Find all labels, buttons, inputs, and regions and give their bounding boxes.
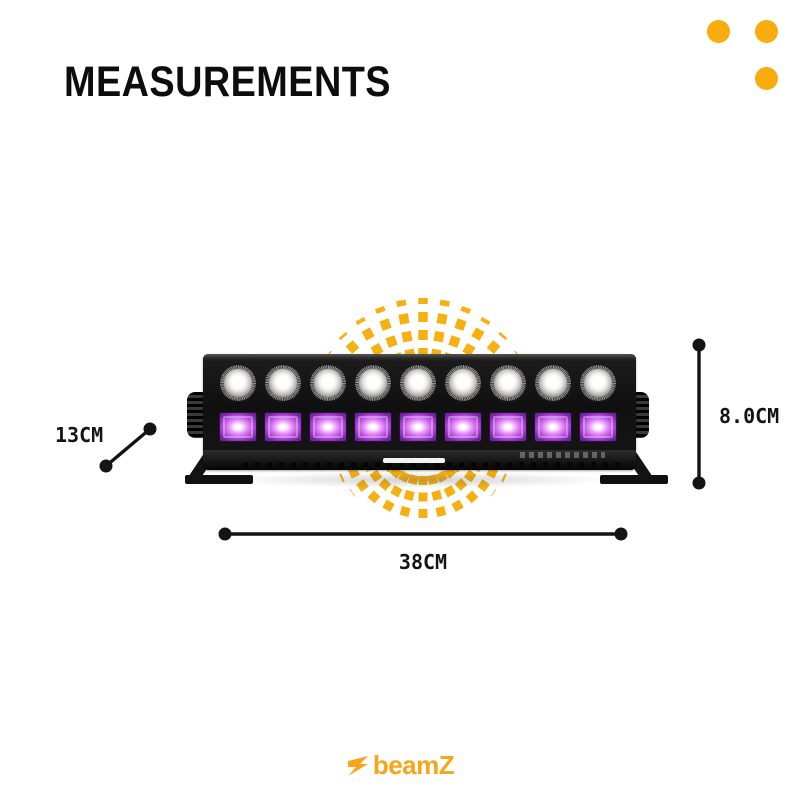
decor-dot <box>707 20 730 43</box>
depth-measure-label: 13CM <box>55 423 104 447</box>
top-led <box>399 364 437 402</box>
top-led <box>579 364 617 402</box>
decor-dot <box>755 67 778 90</box>
uv-led-row <box>219 412 617 442</box>
top-led-row <box>219 364 617 402</box>
body-bottom-bevel <box>203 450 636 470</box>
uv-led <box>444 412 482 442</box>
light-bar-body <box>203 354 636 470</box>
top-led <box>444 364 482 402</box>
uv-led <box>264 412 302 442</box>
height-measure-label: 8.0CM <box>719 404 780 428</box>
vent-strip <box>243 462 623 467</box>
product-shadow <box>225 472 615 488</box>
light-ray <box>430 299 450 361</box>
uv-led <box>219 412 257 442</box>
top-led <box>354 364 392 402</box>
uv-led <box>579 412 617 442</box>
right-foot <box>600 475 668 484</box>
top-led <box>489 364 527 402</box>
top-led <box>309 364 347 402</box>
uv-led <box>489 412 527 442</box>
decor-dot <box>755 20 778 43</box>
page-title: MEASUREMENTS <box>64 58 391 106</box>
uv-led <box>354 412 392 442</box>
left-foot <box>185 475 253 484</box>
uv-led <box>399 412 437 442</box>
uv-led <box>534 412 572 442</box>
height-measure-line <box>692 338 706 490</box>
depth-measure-line <box>99 422 157 473</box>
top-led <box>534 364 572 402</box>
product-marking <box>520 452 605 458</box>
beamz-logo-text: beamZ <box>372 750 455 780</box>
uv-led <box>309 412 347 442</box>
beamz-logo: beamZ <box>0 750 800 781</box>
light-ray <box>396 299 416 361</box>
body-top-edge <box>203 354 636 359</box>
width-measure-label: 38CM <box>398 550 448 574</box>
width-measure-line <box>218 527 628 541</box>
top-led <box>264 364 302 402</box>
display-window <box>383 458 445 463</box>
beamz-logo-icon <box>347 755 368 776</box>
top-led <box>219 364 257 402</box>
